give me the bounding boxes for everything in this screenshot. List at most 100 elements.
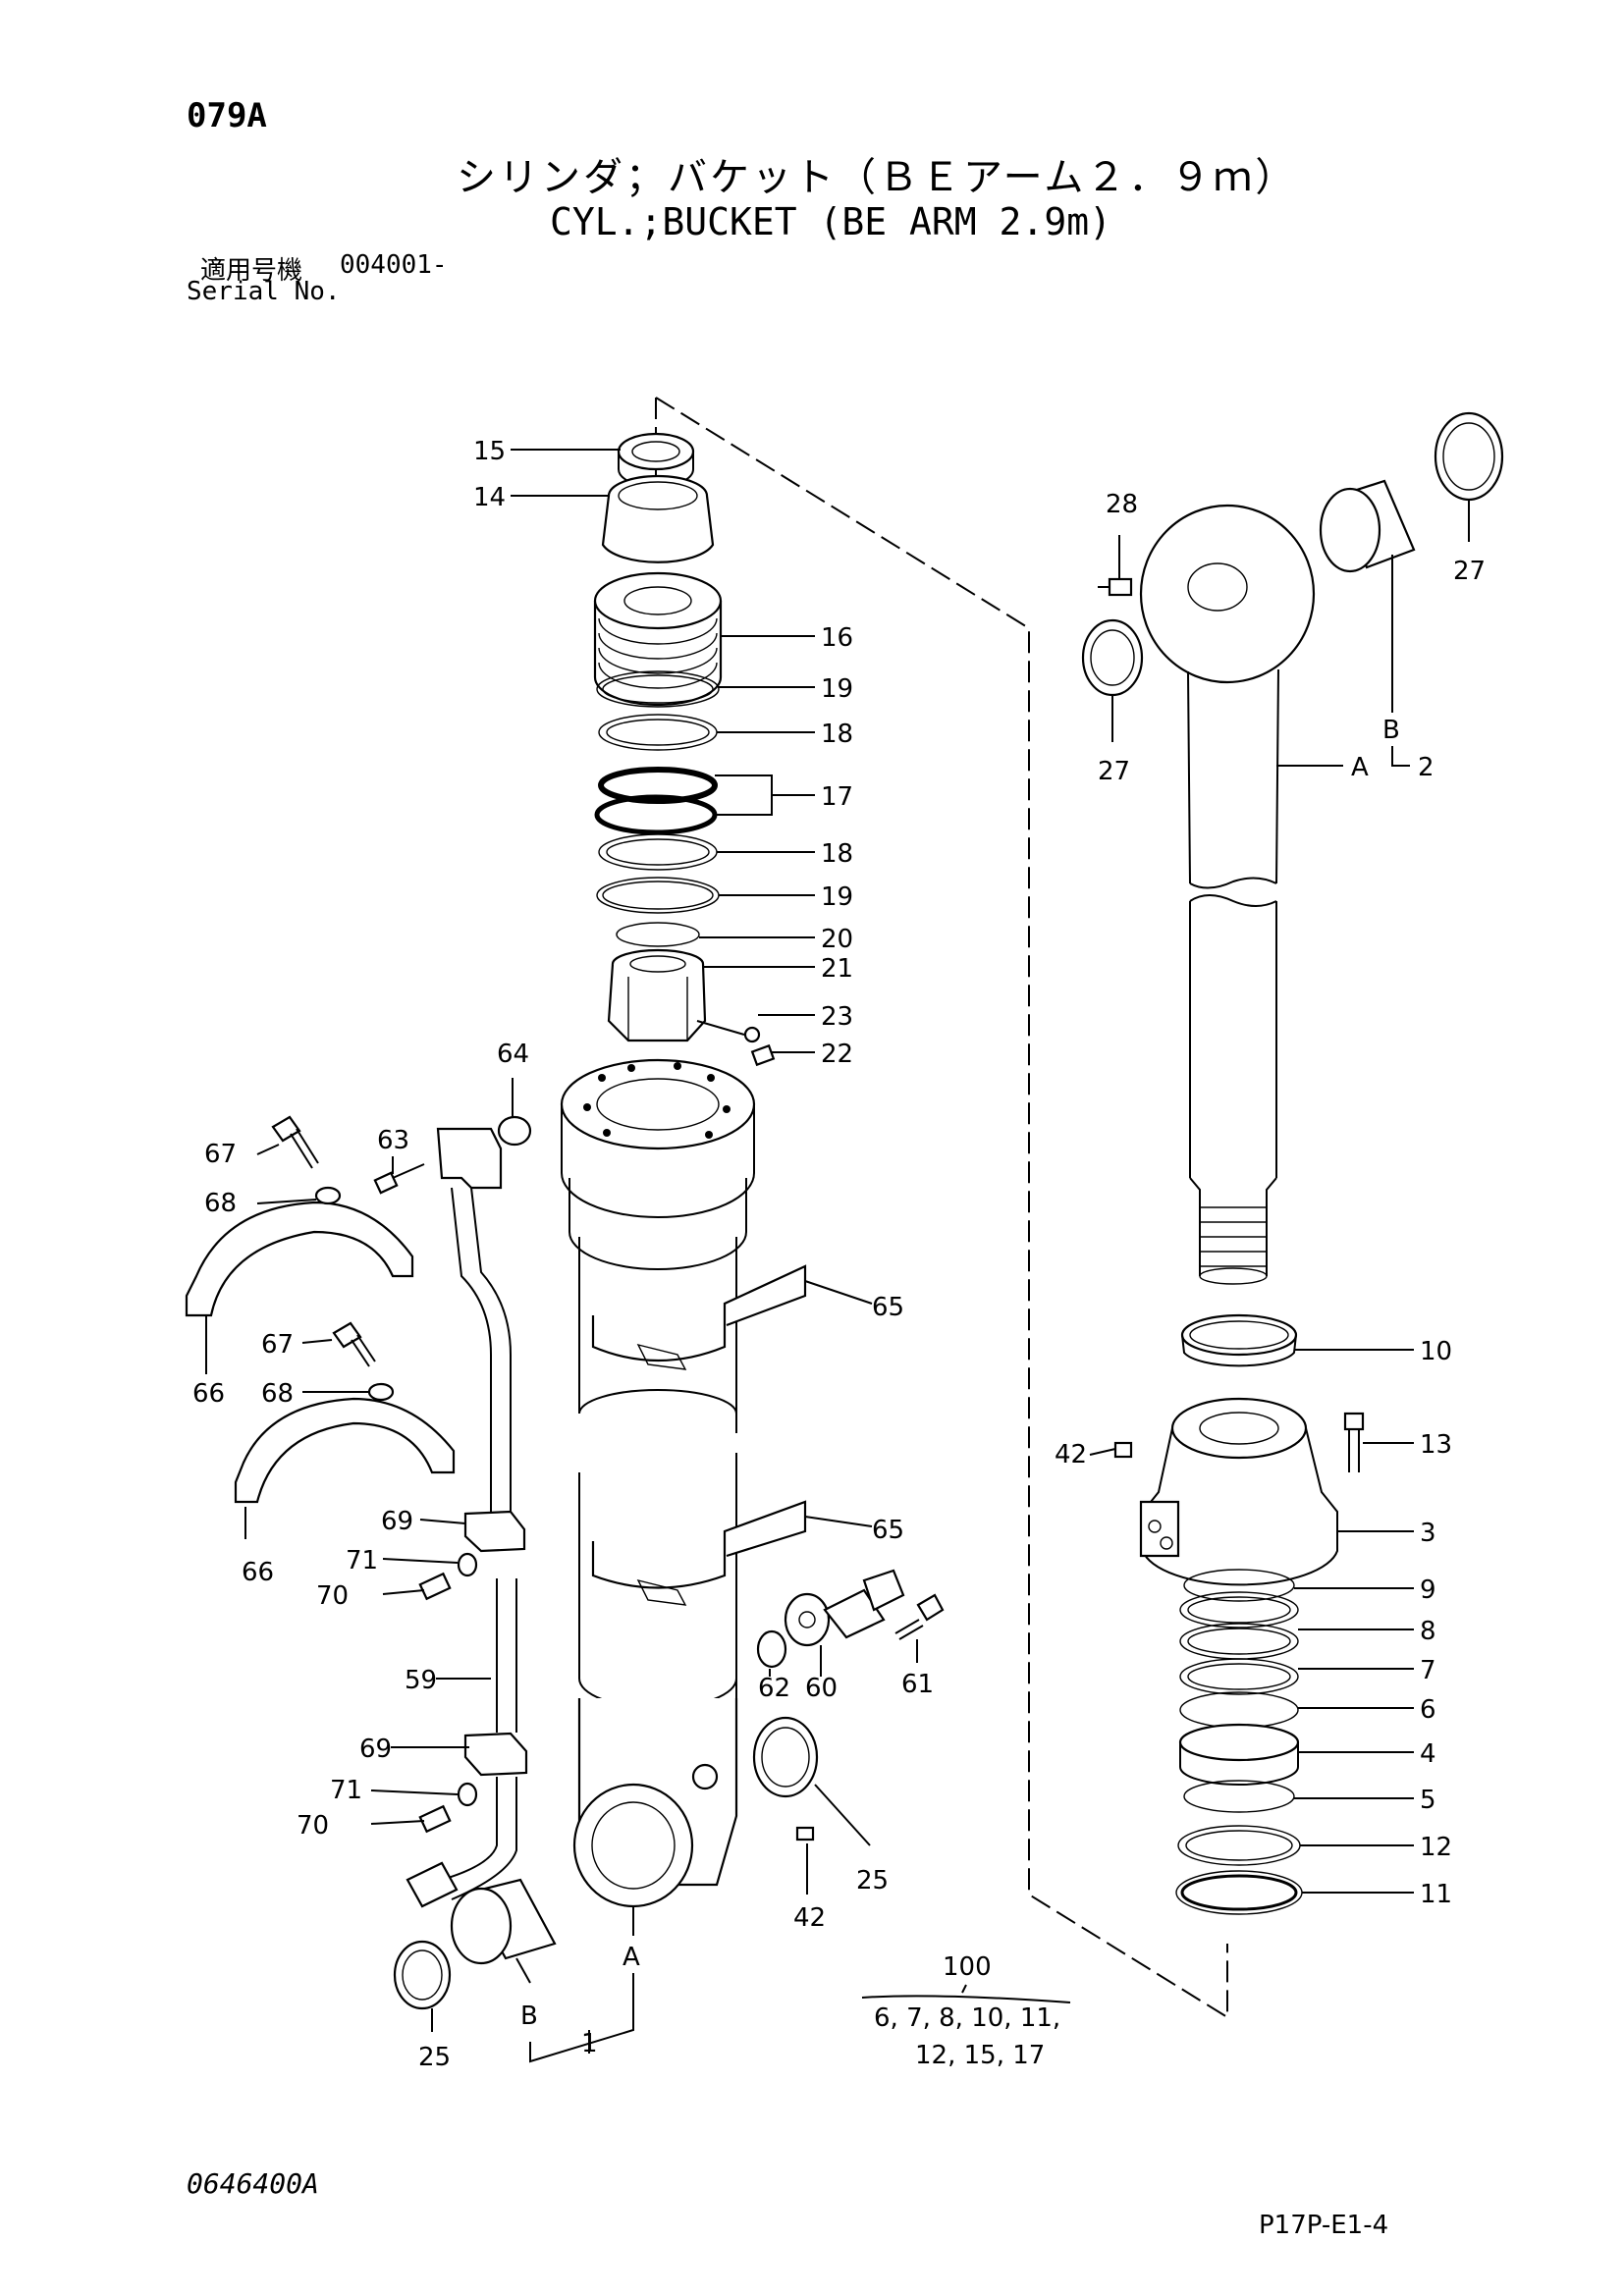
flange-60-part: [784, 1569, 905, 1647]
washer-71-lower-part: [457, 1782, 478, 1807]
callout-3: 3: [1420, 1519, 1436, 1548]
callout-62: 62: [758, 1674, 790, 1703]
callout-68: 68: [261, 1379, 294, 1409]
rod-seal-stack-part: [594, 670, 720, 947]
steel-ball-part: [743, 1026, 761, 1043]
band-clamp-upper-part: [185, 1201, 414, 1317]
washer-68-lower-part: [367, 1382, 395, 1402]
seal-25-right-part: [752, 1716, 819, 1798]
grease-fitting-42-left-part: [795, 1826, 815, 1842]
callout-20: 20: [821, 925, 853, 954]
callout-9: 9: [1420, 1575, 1436, 1605]
callout-71: 71: [330, 1776, 362, 1805]
bolt-61-part: [894, 1593, 945, 1640]
callout-70: 70: [316, 1581, 349, 1611]
kit-contents-line2: 12, 15, 17: [915, 2041, 1045, 2070]
callout-25: 25: [418, 2043, 451, 2072]
leader-lines: [205, 449, 1470, 2063]
callout-67: 67: [204, 1140, 237, 1169]
callout-68: 68: [204, 1189, 237, 1218]
bolt-63-part: [373, 1163, 425, 1195]
callout-B: B: [1382, 716, 1400, 745]
serial-label-english: Serial No.: [187, 277, 341, 306]
serial-label-japanese: 適用号機: [200, 256, 303, 286]
callout-13: 13: [1420, 1430, 1452, 1460]
callout-12: 12: [1420, 1833, 1452, 1862]
clamp-lower-part: [591, 1500, 807, 1606]
serial-number: 004001-: [340, 250, 448, 280]
callout-23: 23: [821, 1002, 853, 1032]
callout-42: 42: [1055, 1440, 1087, 1469]
callout-70: 70: [297, 1811, 329, 1841]
callout-27: 27: [1098, 757, 1130, 786]
piston-seal-stack-part: [1175, 1569, 1303, 1915]
socket-bolt-13-part: [1343, 1412, 1365, 1472]
rod-head-part: [1139, 504, 1316, 884]
bolt-70-lower-part: [418, 1804, 452, 1834]
callout-64: 64: [497, 1040, 529, 1069]
washer-71-upper-part: [457, 1552, 478, 1577]
seal-27-lower-part: [1081, 618, 1144, 697]
bolt-70-upper-part: [418, 1572, 452, 1601]
bushing-25-lower-part: [450, 1878, 557, 1965]
callout-labels: 15 14 16 19 18 17 18 19 20 21 23 22 64 6…: [192, 437, 1486, 2072]
clip-69-upper-part: [463, 1510, 526, 1553]
callout-69: 69: [381, 1507, 413, 1536]
callout-19: 19: [821, 674, 853, 704]
callout-28: 28: [1106, 490, 1138, 519]
callout-60: 60: [805, 1674, 838, 1703]
dust-seal-part: [601, 474, 715, 563]
callout-66: 66: [192, 1379, 225, 1409]
bolt-67-lower-part: [332, 1321, 376, 1367]
piston-part: [1139, 1397, 1338, 1586]
grease-fitting-42-right-part: [1113, 1441, 1133, 1459]
washer-68-upper-part: [314, 1186, 342, 1205]
callout-25: 25: [856, 1866, 889, 1896]
callout-14: 14: [473, 483, 506, 512]
callout-11: 11: [1420, 1880, 1452, 1909]
callout-10: 10: [1420, 1337, 1452, 1366]
callout-6: 6: [1420, 1695, 1436, 1725]
callout-65: 65: [872, 1293, 904, 1322]
seal-25-left-part: [393, 1940, 452, 2010]
bushing-27-part: [1319, 479, 1416, 573]
callout-21: 21: [821, 954, 853, 984]
callout-4: 4: [1420, 1739, 1436, 1769]
set-screw-part: [750, 1043, 776, 1067]
callout-17: 17: [821, 782, 853, 812]
bolt-67-upper-part: [271, 1115, 319, 1169]
callout-27: 27: [1453, 557, 1486, 586]
callout-71: 71: [346, 1546, 378, 1575]
callout-67: 67: [261, 1330, 294, 1360]
kit-contents-line1: 6, 7, 8, 10, 11,: [874, 2003, 1060, 2033]
dashed-grouping-outline: [655, 397, 1228, 2019]
callout-42: 42: [793, 1903, 826, 1933]
grease-fitting-28-part: [1098, 577, 1133, 597]
callout-66: 66: [242, 1558, 274, 1587]
callout-63: 63: [377, 1126, 409, 1155]
o-ring-64-part: [497, 1115, 532, 1147]
callout-18: 18: [821, 720, 853, 749]
band-clamp-lower-part: [234, 1397, 456, 1504]
pipe-59-part: [406, 1127, 517, 1908]
callout-7: 7: [1420, 1656, 1436, 1685]
nut-part: [607, 948, 707, 1042]
clip-69-lower-part: [463, 1732, 528, 1777]
drawing-number: 0646400A: [187, 2167, 319, 2200]
callout-59: 59: [405, 1666, 437, 1695]
callout-1: 1: [581, 2029, 598, 2058]
piston-rod-part: [1189, 877, 1277, 1285]
title-english: CYL.;BUCKET (BE ARM 2.9m): [550, 200, 1111, 243]
page-reference: P17P-E1-4: [1259, 2211, 1389, 2240]
cylinder-tube-part: [560, 1058, 756, 1908]
callout-8: 8: [1420, 1617, 1436, 1646]
callout-65: 65: [872, 1516, 904, 1545]
callout-22: 22: [821, 1040, 853, 1069]
callout-18: 18: [821, 839, 853, 869]
callout-69: 69: [359, 1735, 392, 1764]
callout-16: 16: [821, 623, 853, 653]
title-japanese: シリンダ；バケット（ＢＥアーム２．９ｍ）: [457, 155, 1298, 200]
kit-number: 100: [943, 1952, 992, 1982]
o-ring-62-part: [756, 1629, 787, 1669]
